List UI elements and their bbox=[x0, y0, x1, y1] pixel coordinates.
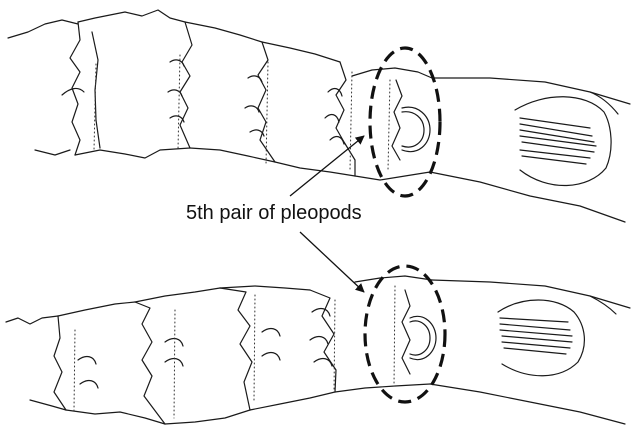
bottom-specimen bbox=[6, 266, 630, 424]
arrow-to-top-pleopods bbox=[290, 136, 364, 196]
top-specimen bbox=[8, 10, 630, 222]
arrow-to-bottom-pleopods bbox=[300, 232, 364, 292]
highlight-oval-bottom bbox=[365, 266, 445, 402]
pleopods-label: 5th pair of pleopods bbox=[186, 202, 362, 225]
